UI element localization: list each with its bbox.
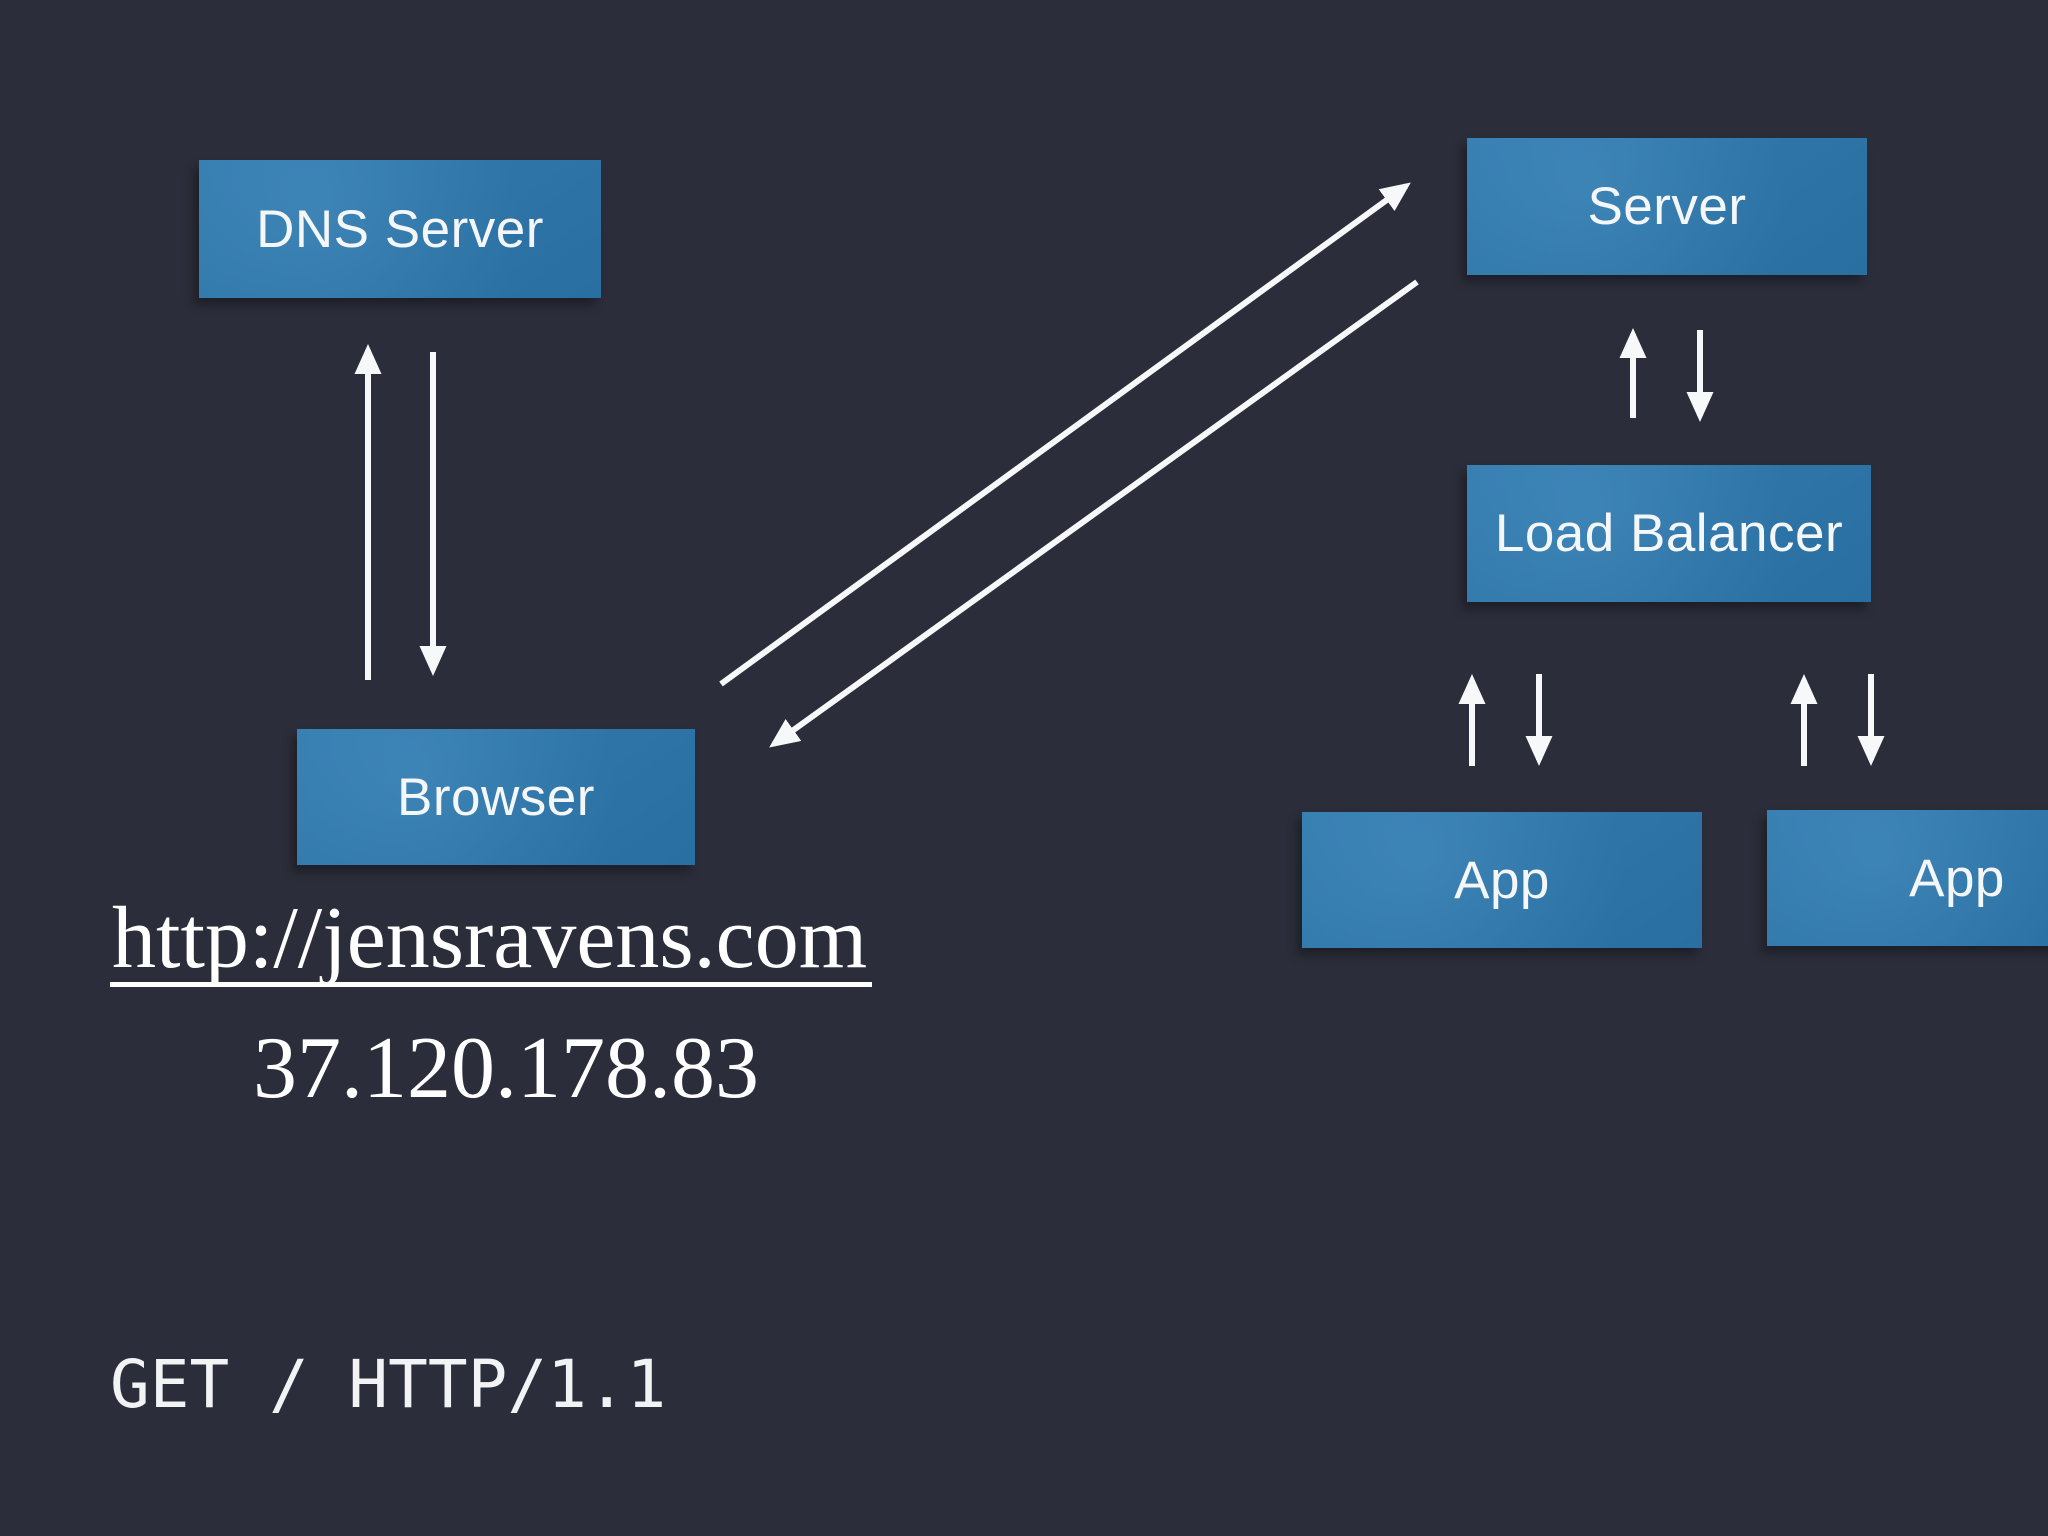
node-app-right: App xyxy=(1767,810,2048,946)
node-load-balancer-label: Load Balancer xyxy=(1494,504,1844,563)
ip-address-text: 37.120.178.83 xyxy=(253,1020,759,1117)
http-request-block: GET / HTTP/1.1 Host: jensravens.com User… xyxy=(110,1150,1024,1536)
node-load-balancer: Load Balancer xyxy=(1467,465,1871,602)
node-browser: Browser xyxy=(297,729,695,865)
node-dns-server-label: DNS Server xyxy=(256,199,544,259)
arrow-server-to-browser xyxy=(769,279,1419,748)
node-browser-label: Browser xyxy=(397,767,595,827)
node-server: Server xyxy=(1467,138,1867,275)
arrow-browser-to-server xyxy=(719,182,1411,687)
http-request-line: GET / HTTP/1.1 xyxy=(110,1346,667,1423)
url-underline xyxy=(110,982,872,987)
node-app-right-label: App xyxy=(1909,848,2005,908)
node-app-left: App xyxy=(1302,812,1702,948)
url-text: http://jensravens.com xyxy=(112,890,868,987)
node-app-left-label: App xyxy=(1454,850,1550,910)
node-server-label: Server xyxy=(1587,177,1747,236)
node-dns-server: DNS Server xyxy=(199,160,601,298)
